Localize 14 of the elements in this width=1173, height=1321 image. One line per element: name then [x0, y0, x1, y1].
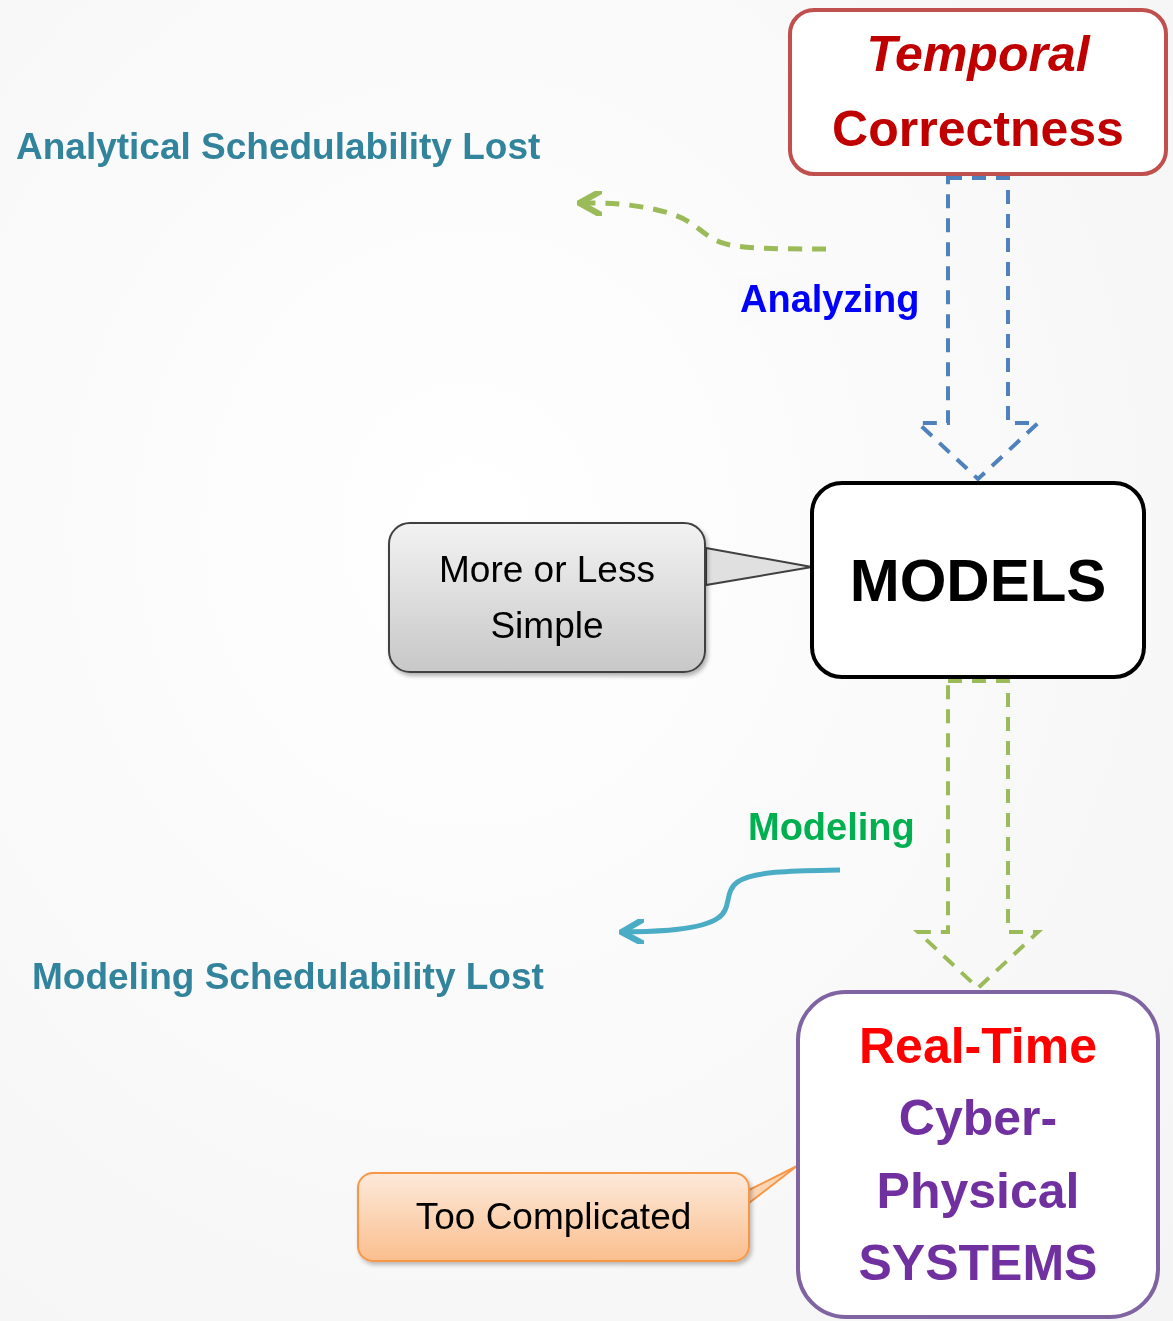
note-text: Analytical Schedulability Lost: [16, 126, 636, 202]
box-text: Real-Time: [858, 1016, 1098, 1076]
callout-bubble: [357, 1172, 750, 1262]
system-box: [796, 990, 1160, 1319]
note-text: Modeling Schedulability Lost: [32, 930, 652, 998]
title-box: [788, 8, 1168, 176]
block-arrow: [912, 679, 1044, 991]
callout-text: Too Complicated: [415, 1196, 692, 1238]
box-text: Cyber-Physical SYSTEMS: [857, 1089, 1099, 1293]
process-box: [810, 481, 1146, 679]
callout-bubble: [388, 522, 706, 673]
box-text: Temporal Correctness: [831, 25, 1125, 159]
box-text: MODELS: [849, 545, 1107, 615]
callout-text: More or Less Simple: [438, 548, 656, 648]
